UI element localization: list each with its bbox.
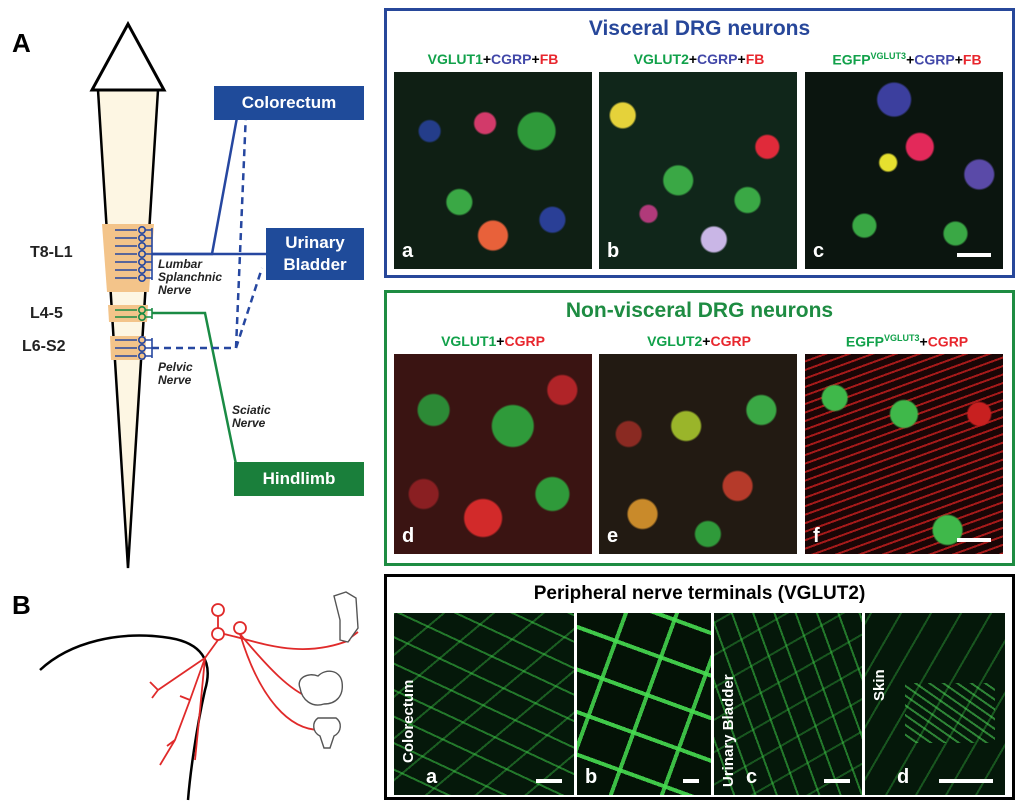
micrograph-terminal-c: Urinary Bladder c (714, 613, 862, 795)
scale-bar (957, 538, 991, 542)
micrograph-nonvisceral-e: e (599, 354, 797, 554)
panel-letter-a: a (402, 240, 414, 262)
segment-label-l6-s2: L6-S2 (22, 338, 66, 355)
panel-b-letter: B (12, 590, 31, 620)
micrograph-visceral-b: b (599, 72, 797, 269)
label-part: VGLUT2 (647, 333, 703, 349)
panel-letter-d: d (402, 525, 415, 547)
label-part: + (531, 51, 540, 67)
label-part: + (688, 51, 698, 67)
micrograph-visceral-c: c (805, 72, 1003, 269)
channel-label-c: EGFPVGLUT3+CGRP+FB (805, 51, 1009, 68)
organ-box-colorectum: Colorectum (214, 86, 364, 120)
label-part: + (496, 333, 505, 349)
nerve-label-line: Nerve (158, 373, 192, 387)
label-part: CGRP (914, 51, 955, 68)
label-part: CGRP (927, 333, 969, 350)
rat-innervation-schematic (39, 591, 359, 801)
segment-label-t8-l1: T8-L1 (30, 244, 73, 261)
nerve-label-line: Splanchnic (158, 270, 223, 284)
lumbar-splanchnic-nerve-label: Lumbar Splanchnic Nerve (158, 258, 222, 297)
label-part: VGLUT1 (427, 51, 483, 67)
side-label-colorectum: Colorectum (400, 679, 417, 763)
label-part: CGRP (491, 51, 532, 67)
scale-bar (683, 779, 699, 783)
label-part: VGLUT3 (870, 51, 907, 61)
channel-label-d: VGLUT1+CGRP (393, 333, 593, 349)
label-part: CGRP (710, 333, 751, 349)
organ-label: Urinary Bladder (283, 233, 347, 274)
label-part: + (919, 333, 928, 350)
nerve-label-line: Nerve (232, 416, 266, 430)
label-part: + (482, 51, 492, 67)
terminals-box: Peripheral nerve terminals (VGLUT2) Colo… (384, 574, 1015, 800)
sciatic-nerve-label: Sciatic Nerve (232, 404, 271, 430)
spinal-cord-schematic (89, 20, 278, 569)
label-part: VGLUT3 (883, 333, 920, 343)
label-part: FB (539, 51, 559, 67)
pelvic-nerve-label: Pelvic Nerve (158, 361, 193, 387)
segment-label-l4-5: L4-5 (30, 305, 63, 322)
nerve-label-line: Nerve (158, 283, 192, 297)
nerve-label-line: Pelvic (158, 360, 193, 374)
label-part: + (954, 51, 963, 68)
label-part: FB (962, 51, 982, 68)
label-part: CGRP (697, 51, 738, 67)
terminals-title: Peripheral nerve terminals (VGLUT2) (533, 583, 866, 604)
label-part: FB (745, 51, 765, 67)
scale-bar (536, 779, 562, 783)
scale-bar (957, 253, 991, 257)
panel-a-letter: A (12, 28, 31, 58)
micrograph-nonvisceral-f: f (805, 354, 1003, 554)
micrograph-terminal-a: Colorectum a (394, 613, 574, 795)
nonvisceral-drg-box: Non-visceral DRG neurons VGLUT1+CGRP VGL… (384, 290, 1015, 566)
nonvisceral-drg-title: Non-visceral DRG neurons (565, 299, 834, 322)
side-label-urinary-bladder: Urinary Bladder (720, 674, 737, 787)
channel-label-a: VGLUT1+CGRP+FB (393, 51, 593, 67)
panel-letter-f: f (813, 525, 820, 547)
nerve-label-line: Sciatic (232, 403, 271, 417)
nerve-label-line: Lumbar (158, 257, 203, 271)
visceral-drg-box: Visceral DRG neurons VGLUT1+CGRP+FB VGLU… (384, 8, 1015, 278)
label-part: + (906, 51, 915, 68)
panel-letter-e: e (607, 525, 619, 547)
label-part: CGRP (504, 333, 545, 349)
side-label-skin: Skin (871, 669, 888, 701)
channel-label-b: VGLUT2+CGRP+FB (599, 51, 799, 67)
scale-bar (939, 779, 993, 783)
micrograph-visceral-a: a (394, 72, 592, 269)
organ-box-urinary-bladder: Urinary Bladder (266, 228, 364, 280)
panel-letter-terminal-a: a (426, 766, 438, 788)
panel-letter-terminal-d: d (897, 766, 910, 788)
label-part: + (702, 333, 711, 349)
visceral-drg-title: Visceral DRG neurons (588, 17, 811, 40)
channel-label-f: EGFPVGLUT3+CGRP (805, 333, 1009, 350)
panel-letter-b: b (607, 240, 620, 262)
micrograph-nonvisceral-d: d (394, 354, 592, 554)
channel-label-e: VGLUT2+CGRP (599, 333, 799, 349)
scale-bar (824, 779, 850, 783)
micrograph-terminal-b: b (577, 613, 711, 795)
label-part: VGLUT1 (441, 333, 497, 349)
organ-box-hindlimb: Hindlimb (234, 462, 364, 496)
panel-letter-terminal-c: c (746, 766, 758, 788)
label-part: VGLUT2 (633, 51, 689, 67)
label-part: EGFP (832, 51, 871, 68)
label-part: EGFP (845, 333, 884, 350)
label-part: + (737, 51, 746, 67)
panel-letter-terminal-b: b (585, 766, 598, 788)
micrograph-terminal-d: Skin d (865, 613, 1005, 795)
panel-letter-c: c (813, 240, 825, 262)
